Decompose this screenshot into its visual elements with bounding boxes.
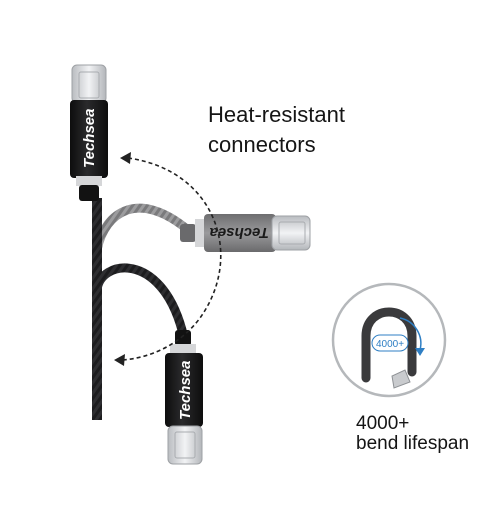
brand-logo-middle: Techsea xyxy=(210,224,269,241)
bend-caption-line-1: 4000+ xyxy=(356,413,410,434)
gray-cable xyxy=(92,203,193,255)
bend-lifespan-caption: 4000+ bend lifespan xyxy=(356,414,496,454)
bend-count-badge: 4000+ xyxy=(376,339,404,350)
black-cable-loop xyxy=(92,263,187,335)
swing-arrow xyxy=(121,157,222,361)
bend-test-icon: 4000+ xyxy=(331,282,447,398)
brand-logo-top: Techsea xyxy=(81,109,98,168)
top-connector: Techsea xyxy=(70,64,108,201)
arrowhead-top-icon xyxy=(120,152,131,164)
brand-logo-bottom: Techsea xyxy=(177,361,194,420)
arrowhead-bottom-icon xyxy=(114,354,125,366)
bottom-connector: Techsea xyxy=(165,330,203,465)
feature-line-2: connectors xyxy=(208,132,316,157)
bend-caption-line-2: bend lifespan xyxy=(356,433,470,454)
feature-line-1: Heat-resistant xyxy=(208,102,345,127)
middle-connector: Techsea xyxy=(180,214,311,252)
feature-headline: Heat-resistant connectors xyxy=(208,100,408,160)
